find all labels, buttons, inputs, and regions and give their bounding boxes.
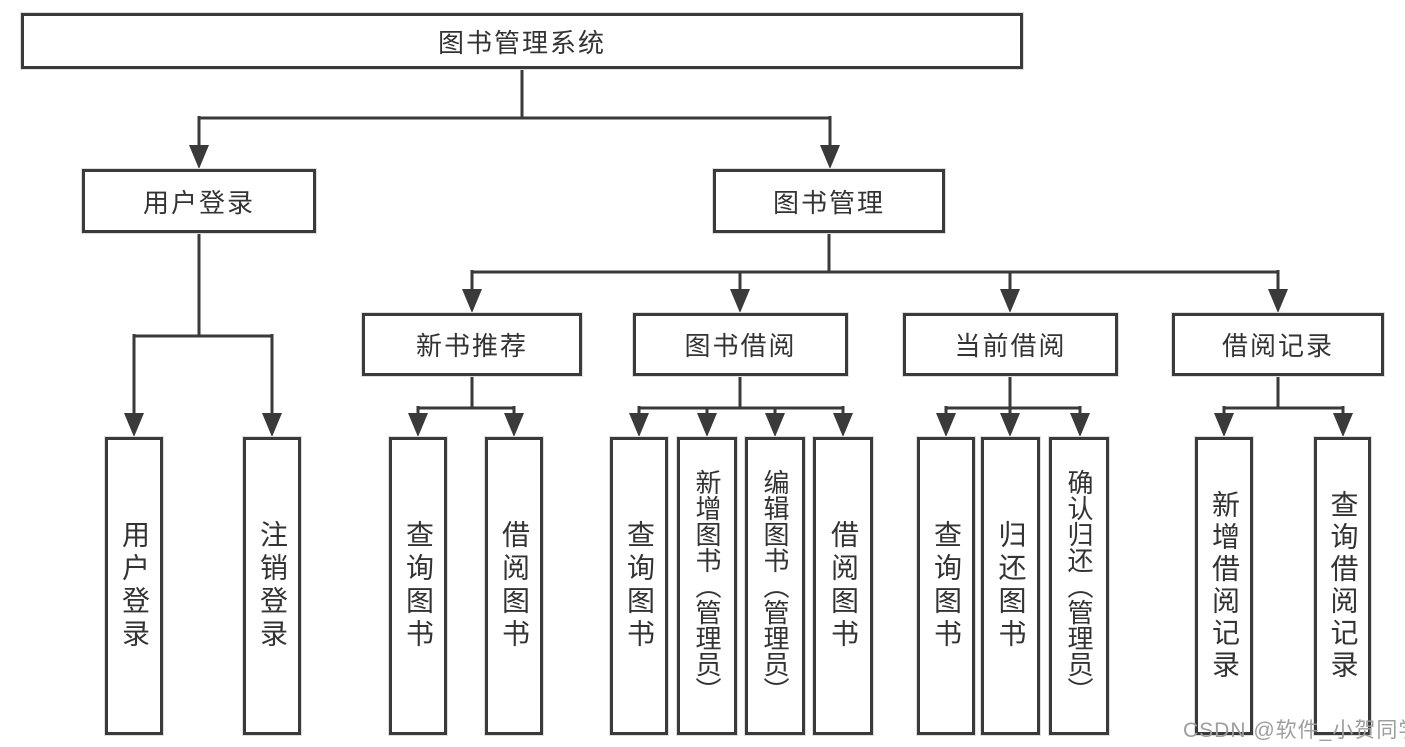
leaf-logout: 注销登录 (243, 437, 301, 735)
node-root-system: 图书管理系统 (21, 13, 1023, 69)
node-new-book-recommend-label: 新书推荐 (415, 331, 528, 361)
leaf-edit-book-admin-label: 编辑图书（管理员） (760, 469, 790, 703)
node-book-borrowing-label: 图书借阅 (684, 331, 797, 361)
leaf-return-book-label: 归还图书 (995, 520, 1027, 652)
leaf-add-borrow-record: 新增借阅记录 (1195, 437, 1253, 735)
node-book-management-label: 图书管理 (772, 187, 885, 218)
node-root-label: 图书管理系统 (437, 27, 606, 58)
leaf-return-book: 归还图书 (981, 437, 1040, 735)
leaf-query-borrow-record: 查询借阅记录 (1314, 437, 1371, 735)
node-user-login: 用户登录 (82, 169, 316, 233)
leaf-user-login-label: 用户登录 (119, 520, 150, 652)
node-current-borrowing: 当前借阅 (903, 313, 1118, 376)
leaf-add-book-admin-label: 新增图书（管理员） (692, 469, 722, 703)
leaf-query-borrow-record-label: 查询借阅记录 (1327, 490, 1359, 682)
node-user-login-label: 用户登录 (142, 187, 255, 218)
node-borrow-records-label: 借阅记录 (1221, 331, 1334, 361)
leaf-query-books-recommend: 查询图书 (389, 437, 447, 735)
leaf-query-books-borrowing-label: 查询图书 (624, 520, 655, 652)
leaf-user-login: 用户登录 (105, 437, 163, 735)
node-book-borrowing: 图书借阅 (633, 313, 848, 376)
leaf-add-borrow-record-label: 新增借阅记录 (1209, 490, 1240, 682)
leaf-logout-label: 注销登录 (257, 520, 288, 652)
leaf-edit-book-admin: 编辑图书（管理员） (745, 437, 805, 735)
node-book-management: 图书管理 (713, 169, 945, 233)
leaf-confirm-return-admin: 确认归还（管理员） (1049, 437, 1109, 735)
leaf-add-book-admin: 新增图书（管理员） (677, 437, 737, 735)
leaf-query-books-borrowing: 查询图书 (610, 437, 668, 735)
leaf-query-books-current: 查询图书 (917, 437, 975, 735)
leaf-borrow-books-recommend-label: 借阅图书 (499, 520, 530, 652)
leaf-query-books-current-label: 查询图书 (931, 520, 962, 652)
node-borrow-records: 借阅记录 (1172, 313, 1384, 376)
leaf-borrow-books: 借阅图书 (813, 437, 873, 735)
node-current-borrowing-label: 当前借阅 (954, 331, 1067, 361)
leaf-borrow-books-label: 借阅图书 (828, 520, 859, 652)
leaf-confirm-return-admin-label: 确认归还（管理员） (1064, 469, 1094, 703)
csdn-watermark: CSDN @软件_小贺同学 (1183, 719, 1405, 742)
leaf-query-books-recommend-label: 查询图书 (403, 520, 434, 652)
node-new-book-recommend: 新书推荐 (362, 313, 582, 376)
leaf-borrow-books-recommend: 借阅图书 (485, 437, 543, 735)
